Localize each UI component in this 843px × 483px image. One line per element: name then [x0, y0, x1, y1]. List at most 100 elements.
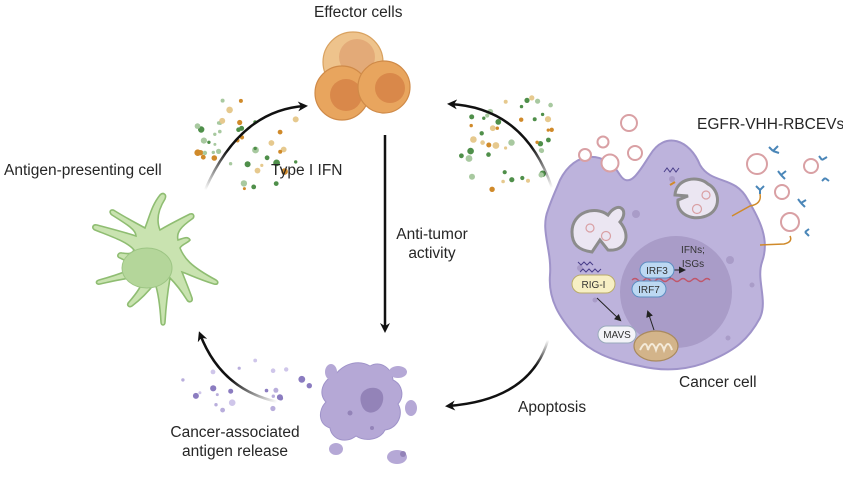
particle-dot [538, 172, 544, 178]
particle-dot [200, 137, 207, 144]
particle-dot [264, 155, 270, 161]
particle-dot [198, 391, 202, 395]
particle-dot [213, 142, 217, 146]
particle-dot [228, 162, 233, 166]
particle-dot [470, 136, 477, 143]
antigen-presenting-cell-label: Antigen-presenting cell [4, 162, 162, 179]
particle-dot [240, 180, 248, 187]
particle-dot [214, 403, 218, 407]
irf7-box: IRF7 [631, 280, 667, 298]
particle-dot [264, 388, 269, 393]
rig-i-label: RIG-I [582, 280, 606, 291]
particle-dot [220, 98, 225, 103]
mavs-to-irf-arrow [646, 310, 655, 331]
particle-dot [226, 106, 233, 114]
particle-dot [210, 385, 217, 392]
particle-dot [501, 179, 505, 184]
antigen-release-line1: Cancer-associated [170, 424, 300, 441]
particle-dot [298, 375, 306, 383]
particle-dot [532, 117, 537, 122]
particle-dot [504, 146, 508, 150]
cancer-cell-label: Cancer cell [679, 374, 757, 391]
particle-dot [535, 98, 541, 104]
particle-dot [207, 140, 211, 144]
antigen-presenting-cell-icon [92, 192, 219, 326]
particle-dot [495, 119, 502, 125]
particle-dot [210, 369, 216, 375]
particle-dot [480, 140, 485, 145]
particle-dot [469, 173, 475, 180]
ifn-particles-right-icon [459, 95, 554, 192]
particle-dot [215, 393, 219, 397]
particle-dot [469, 123, 473, 128]
particle-dot [489, 186, 495, 192]
irf3-label: IRF3 [646, 266, 668, 277]
antigen-release-line2: antigen release [182, 443, 288, 461]
particle-dot [244, 161, 251, 168]
particle-dot [237, 366, 241, 370]
particle-dot [219, 117, 226, 124]
particle-dot [194, 149, 201, 156]
irf7-label: IRF7 [638, 285, 660, 296]
particle-dot [253, 146, 257, 151]
particle-dot [467, 147, 474, 155]
particle-dot [520, 175, 525, 181]
ifns-label: IFNs; [681, 245, 705, 256]
particle-dot [211, 150, 215, 155]
particle-dot [482, 116, 486, 120]
particle-dot [270, 368, 276, 374]
particle-dot [465, 155, 473, 162]
isgs-label: ISGs [682, 259, 704, 270]
endosome-icon [570, 167, 719, 266]
particle-dot [495, 126, 499, 130]
dna-strand-icon [631, 277, 711, 283]
apoptosis-label: Apoptosis [518, 399, 587, 416]
particle-dot [216, 121, 221, 125]
particle-dot [238, 98, 243, 103]
antigen-particles-icon [181, 358, 312, 413]
particle-dot [276, 394, 283, 401]
particle-dot [292, 116, 299, 123]
particle-dot [237, 119, 243, 126]
particle-dot [273, 159, 280, 167]
rig-i-box: RIG-I [571, 274, 616, 294]
particle-dot [220, 407, 226, 413]
particle-dot [284, 367, 289, 372]
particle-dot [508, 139, 515, 146]
rbcev-vesicles-icon [578, 114, 643, 173]
particle-dot [306, 383, 312, 389]
particle-dot [524, 97, 530, 103]
particle-dot [540, 112, 545, 117]
particle-dot [280, 146, 287, 153]
particle-dot [486, 152, 491, 157]
particle-dot [294, 160, 298, 164]
antigen-release-arrow [197, 331, 301, 407]
particle-dot [200, 154, 206, 160]
particle-dot [538, 148, 544, 153]
particle-dot [469, 114, 475, 120]
type-i-ifn-label: Type I IFN [271, 162, 343, 179]
mitochondrion-icon [633, 330, 679, 362]
particle-dot [479, 131, 484, 136]
particle-dot [502, 170, 507, 175]
particle-dot [236, 127, 241, 132]
particle-dot [251, 184, 257, 190]
particle-dot [268, 140, 275, 146]
particle-dot [192, 392, 199, 399]
particle-dot [216, 148, 222, 154]
particle-dot [253, 358, 258, 363]
particle-dot [486, 142, 492, 148]
anti-tumor-line1: Anti-tumor [396, 226, 468, 243]
particle-dot [273, 387, 279, 393]
apc-to-effector-arrow [203, 101, 308, 191]
particle-dot [544, 116, 552, 123]
particle-dot [485, 113, 490, 118]
particle-dot [489, 125, 496, 132]
particle-dot [260, 163, 264, 167]
particle-dot [537, 141, 544, 147]
particle-dot [492, 142, 500, 149]
particle-dot [242, 187, 246, 191]
particle-dot [213, 132, 217, 136]
egfr-vhh-rbcev-icon [731, 145, 830, 246]
